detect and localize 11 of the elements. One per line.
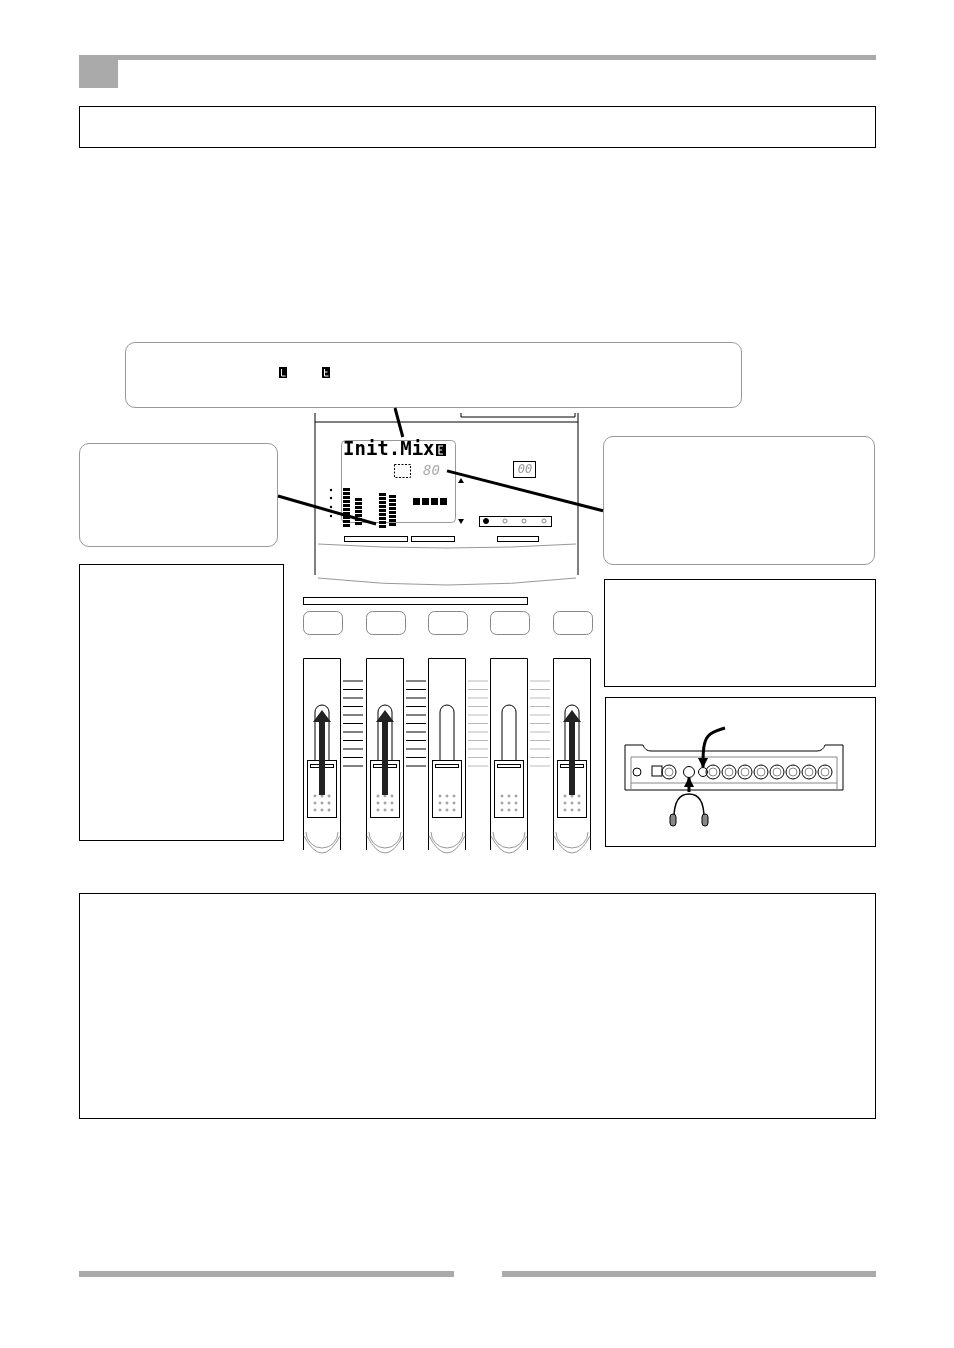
leader-line bbox=[277, 494, 377, 526]
leader-line bbox=[446, 469, 604, 513]
callout-box bbox=[125, 342, 742, 408]
leader-line bbox=[393, 407, 405, 438]
display-digits: 00 bbox=[516, 461, 534, 477]
display-digits: 80 bbox=[423, 461, 441, 479]
callout-box bbox=[603, 436, 875, 565]
arrow bbox=[683, 776, 695, 792]
arrow bbox=[697, 726, 726, 769]
display-text: Init.Mix bbox=[343, 437, 435, 459]
callout-box bbox=[79, 443, 278, 547]
